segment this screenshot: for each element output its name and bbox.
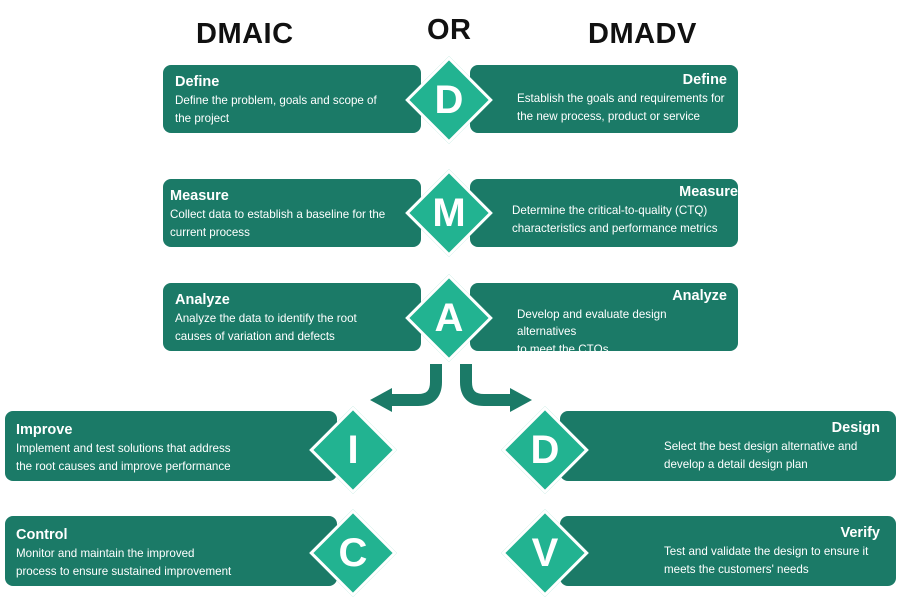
dmaic-define-desc-1: Define the problem, goals and scope of <box>175 94 377 107</box>
verify-title: Verify <box>840 525 881 541</box>
verify-desc-2: meets the customers' needs <box>664 563 809 576</box>
dmadv-analyze-box: Analyze Develop and evaluate design alte… <box>470 283 738 356</box>
design-box: Design Select the best design alternativ… <box>560 411 896 481</box>
dmaic-heading: DMAIC <box>196 18 294 50</box>
dmadv-define-title: Define <box>682 72 727 88</box>
branch-arrow-left-head-icon <box>370 388 392 412</box>
measure-letter: M <box>432 191 466 235</box>
design-desc-1: Select the best design alternative and <box>664 440 858 453</box>
design-desc-2: develop a detail design plan <box>664 458 808 471</box>
dmadv-heading: DMADV <box>588 18 697 50</box>
dmaic-measure-desc-2: current process <box>170 226 250 239</box>
define-letter: D <box>434 78 464 122</box>
dmaic-define-title: Define <box>175 74 220 90</box>
control-desc-2: process to ensure sustained improvement <box>16 565 232 578</box>
analyze-letter: A <box>434 296 464 340</box>
verify-desc-1: Test and validate the design to ensure i… <box>664 545 869 558</box>
verify-letter: V <box>531 531 559 575</box>
dmaic-analyze-box: Analyze Analyze the data to identify the… <box>163 283 421 351</box>
design-letter: D <box>530 428 560 472</box>
dmaic-measure-box: Measure Collect data to establish a base… <box>163 179 421 247</box>
branch-arrow-left-icon <box>392 364 442 406</box>
branch-arrow-right-head-icon <box>510 388 532 412</box>
dmaic-define-desc-2: the project <box>175 112 230 125</box>
dmadv-analyze-desc-1: Develop and evaluate design alternatives <box>517 308 667 338</box>
control-title: Control <box>16 527 68 543</box>
control-box: Control Monitor and maintain the improve… <box>5 516 337 586</box>
verify-box: Verify Test and validate the design to e… <box>560 516 896 586</box>
dmadv-analyze-desc-2: to meet the CTQs <box>517 343 609 356</box>
improve-desc-1: Implement and test solutions that addres… <box>16 442 231 455</box>
dmadv-define-box: Define Establish the goals and requireme… <box>470 65 738 133</box>
dmadv-measure-box: Measure Determine the critical-to-qualit… <box>470 179 738 247</box>
dmaic-define-box: Define Define the problem, goals and sco… <box>163 65 421 133</box>
dmadv-analyze-title: Analyze <box>672 288 727 304</box>
control-desc-1: Monitor and maintain the improved <box>16 547 195 560</box>
dmaic-analyze-desc-2: causes of variation and defects <box>175 330 335 343</box>
control-letter: C <box>338 531 368 575</box>
dmaic-measure-desc-1: Collect data to establish a baseline for… <box>170 208 386 221</box>
dmaic-measure-title: Measure <box>170 188 229 204</box>
improve-letter: I <box>347 428 359 472</box>
dmaic-analyze-title: Analyze <box>175 292 230 308</box>
dmadv-define-desc-1: Establish the goals and requirements for <box>517 92 725 105</box>
dmadv-define-desc-2: the new process, product or service <box>517 110 701 123</box>
improve-desc-2: the root causes and improve performance <box>16 460 231 473</box>
dmadv-measure-desc-2: characteristics and performance metrics <box>512 222 718 235</box>
improve-title: Improve <box>16 422 73 438</box>
or-heading: OR <box>427 14 472 46</box>
dmadv-measure-title: Measure <box>679 184 738 200</box>
dmadv-measure-desc-1: Determine the critical-to-quality (CTQ) <box>512 204 708 217</box>
design-title: Design <box>831 420 880 436</box>
branch-arrow-right-icon <box>460 364 510 406</box>
improve-box: Improve Implement and test solutions tha… <box>5 411 337 481</box>
dmaic-analyze-desc-1: Analyze the data to identify the root <box>175 312 357 325</box>
